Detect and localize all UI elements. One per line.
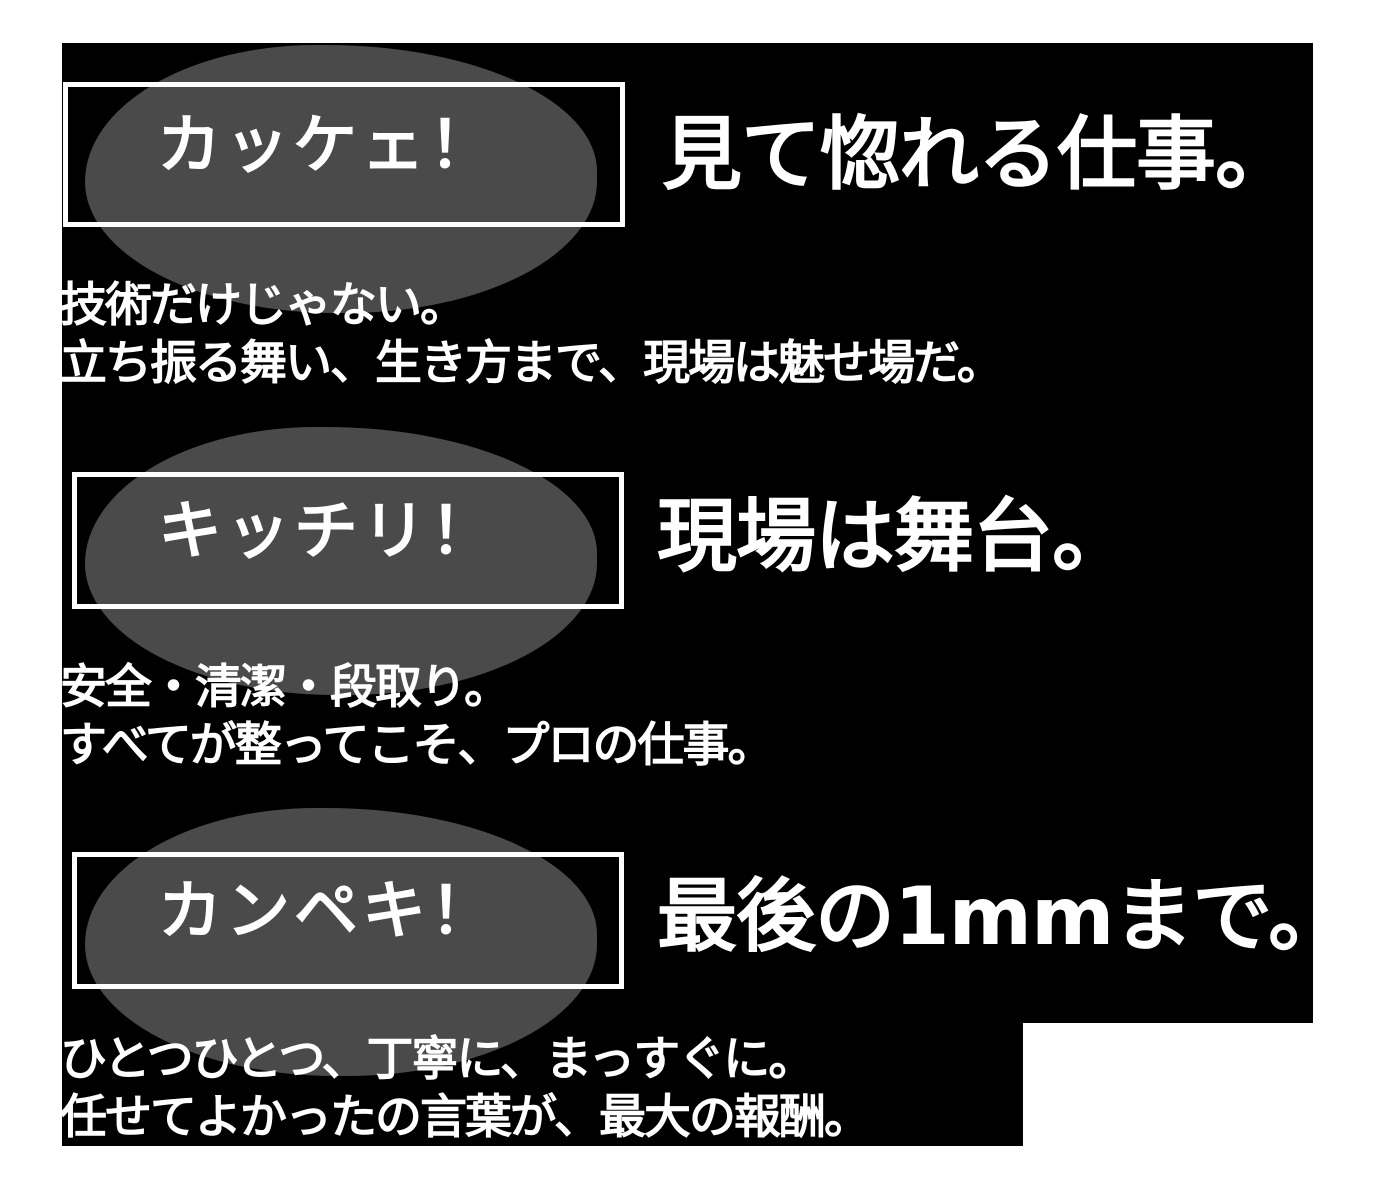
badge-label-2: キッチリ！ — [158, 495, 498, 569]
headline-1: 見て惚れる仕事。 — [662, 108, 1295, 201]
badge-frame-1 — [63, 82, 625, 227]
body-line-1a: 技術だけじゃない。 — [60, 278, 467, 333]
body-copy-3: ひとつひとつ、丁寧に、まっすぐに。 任せてよかったの言葉が、最大の報酬。 — [60, 1031, 871, 1147]
headline-3: 最後の1mmまで。 — [657, 870, 1348, 963]
headline-2: 現場は舞台。 — [657, 490, 1132, 583]
body-line-2a: 安全・清潔・段取り。 — [60, 660, 511, 715]
badge-frame-3 — [72, 852, 624, 989]
body-line-3a: ひとつひとつ、丁寧に、まっすぐに。 — [60, 1032, 815, 1087]
badge-blob-2 — [85, 427, 597, 695]
body-line-2b: すべてが整ってこそ、プロの仕事。 — [60, 718, 774, 773]
body-copy-1: 技術だけじゃない。 立ち振る舞い、生き方まで、現場は魅せ場だ。 — [60, 277, 1004, 393]
badge-label-1: カッケェ！ — [157, 109, 497, 183]
badge-label-3: カンペキ！ — [158, 875, 498, 949]
body-line-1b: 立ち振る舞い、生き方まで、現場は魅せ場だ。 — [60, 336, 1004, 391]
badge-blob-1 — [85, 45, 597, 313]
body-copy-2: 安全・清潔・段取り。 すべてが整ってこそ、プロの仕事。 — [60, 659, 774, 775]
badge-frame-2 — [72, 472, 624, 609]
body-line-3b: 任せてよかったの言葉が、最大の報酬。 — [60, 1090, 871, 1145]
